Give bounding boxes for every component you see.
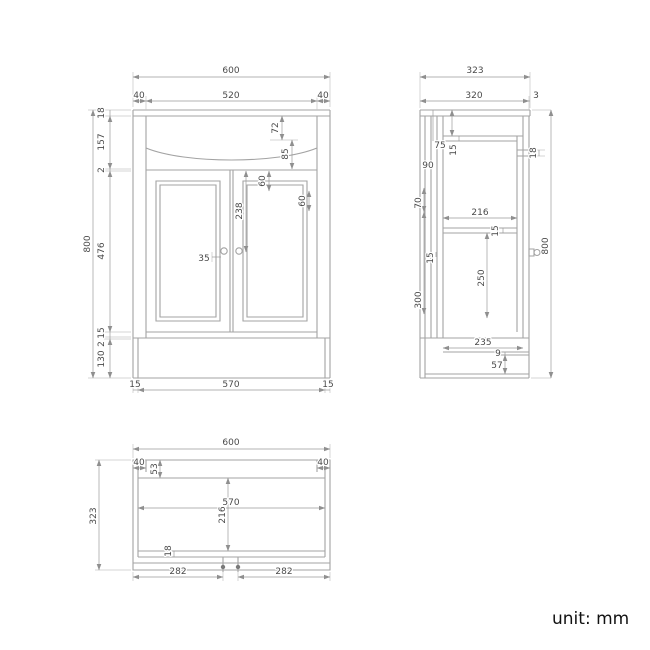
side-label-15b: 15: [426, 252, 436, 263]
top-label-600: 600: [222, 438, 239, 448]
top-label-323: 323: [89, 507, 99, 524]
top-label-570: 570: [222, 498, 239, 508]
front-label-18: 18: [97, 107, 107, 119]
top-label-40-right: 40: [317, 458, 329, 468]
side-label-18: 18: [529, 147, 539, 159]
front-label-2b: 2: [97, 341, 107, 347]
right-door-knob: [235, 247, 243, 255]
top-label-53: 53: [150, 463, 160, 474]
side-view: 323 320 3 75 15 90 70 300 15 216 15 250 …: [413, 65, 554, 379]
top-view: 600 40 40 53 570 216 18 282 282 323: [88, 437, 331, 581]
front-door-panels: [155, 180, 308, 322]
side-extension-lines: [419, 72, 551, 379]
top-hinge-marks: [222, 557, 239, 572]
front-label-476: 476: [97, 242, 107, 259]
top-label-216: 216: [218, 506, 228, 523]
side-knob: [533, 248, 541, 257]
side-label-300: 300: [414, 291, 424, 308]
front-label-35: 35: [198, 254, 209, 264]
top-label-40-left: 40: [133, 458, 145, 468]
front-label-72: 72: [271, 122, 281, 133]
top-hinge-left: [220, 564, 226, 570]
front-label-600: 600: [222, 66, 239, 76]
side-label-235: 235: [474, 338, 491, 348]
top-label-18: 18: [164, 545, 174, 557]
side-cabinet-outline: [419, 109, 531, 379]
side-label-3: 3: [533, 91, 539, 101]
front-label-130: 130: [97, 350, 107, 367]
front-basin-apron-curve: [145, 147, 318, 161]
front-label-520: 520: [222, 91, 239, 101]
front-label-800: 800: [83, 235, 93, 252]
side-label-90: 90: [422, 161, 434, 171]
front-label-238: 238: [235, 202, 245, 219]
front-label-570: 570: [222, 380, 239, 390]
side-knob-stem: [528, 248, 535, 257]
top-label-282-left: 282: [169, 567, 186, 577]
side-label-75: 75: [434, 141, 445, 151]
front-label-60b: 60: [298, 195, 308, 207]
side-label-320: 320: [465, 91, 482, 101]
side-label-15a: 15: [449, 144, 459, 155]
side-label-70: 70: [414, 197, 424, 209]
side-label-9: 9: [495, 349, 501, 359]
front-label-15-bl: 15: [129, 380, 140, 390]
side-label-57: 57: [491, 361, 502, 371]
unit-label: unit: mm: [552, 609, 629, 629]
side-label-216: 216: [471, 208, 488, 218]
front-label-15: 15: [97, 327, 107, 338]
side-label-250: 250: [477, 269, 487, 286]
front-label-40-left: 40: [133, 91, 145, 101]
front-cabinet-outline: [132, 109, 331, 379]
top-cabinet-outline: [132, 459, 331, 571]
front-label-40-right: 40: [317, 91, 329, 101]
front-label-85: 85: [281, 148, 291, 159]
side-label-15c: 15: [491, 225, 501, 236]
front-label-2a: 2: [97, 167, 107, 173]
front-label-60a: 60: [258, 175, 268, 187]
side-label-800: 800: [541, 237, 551, 254]
front-label-15-br: 15: [322, 380, 333, 390]
front-extension-lines: [88, 72, 331, 393]
side-label-323: 323: [466, 66, 483, 76]
top-hinge-right: [235, 564, 241, 570]
front-view: 600 40 520 40 18 157 2 476 15 2 130 800 …: [82, 65, 335, 393]
left-door-knob: [220, 247, 228, 255]
top-label-282-right: 282: [275, 567, 292, 577]
top-extension-lines: [95, 444, 331, 581]
front-label-157: 157: [97, 133, 107, 150]
